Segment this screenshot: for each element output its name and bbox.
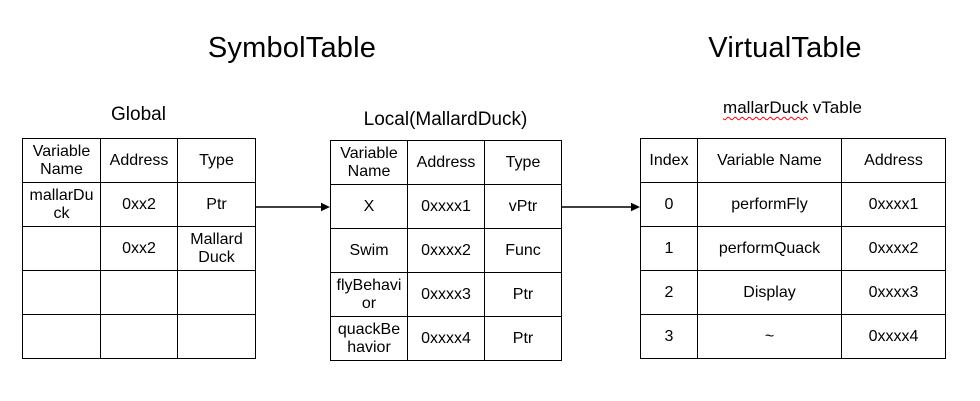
table-cell: 0xxxx3 bbox=[407, 272, 485, 317]
table-cell: 1 bbox=[640, 226, 698, 271]
global-table-caption: Global bbox=[111, 104, 166, 125]
column-header: Type bbox=[484, 140, 562, 185]
vtable-caption-word: mallarDuck bbox=[723, 98, 809, 117]
table-cell: 0xxxx4 bbox=[841, 314, 946, 359]
table-cell: performFly bbox=[697, 182, 842, 227]
column-header: Address bbox=[841, 138, 946, 183]
table-row: 1 performQuack 0xxxx2 bbox=[640, 226, 946, 271]
table-cell: 0xxxx1 bbox=[407, 184, 485, 229]
arrow-global-to-local-icon bbox=[256, 202, 330, 212]
table-cell: 0xx2 bbox=[100, 182, 178, 227]
vtable-caption: mallarDuck vTable bbox=[640, 98, 945, 118]
table-header-row: Variable Name Address Type bbox=[330, 140, 562, 185]
table-row: 3 ~ 0xxxx4 bbox=[640, 314, 946, 359]
table-cell: Ptr bbox=[484, 316, 562, 361]
table-cell: 0xxxx3 bbox=[841, 270, 946, 315]
table-cell: Swim bbox=[330, 228, 408, 273]
table-cell: mallarDuck bbox=[22, 182, 101, 227]
table-cell bbox=[100, 314, 178, 359]
virtual-table-title: VirtualTable bbox=[708, 32, 862, 64]
table-cell: 0xxxx4 bbox=[407, 316, 485, 361]
table-cell bbox=[177, 314, 256, 359]
table-cell: performQuack bbox=[697, 226, 842, 271]
table-row: 0xx2 Mallard Duck bbox=[22, 226, 256, 271]
local-symbol-table: Variable Name Address Type X 0xxxx1 vPtr… bbox=[330, 140, 562, 361]
table-row: Swim 0xxxx2 Func bbox=[330, 228, 562, 273]
column-header: Variable Name bbox=[697, 138, 842, 183]
table-cell: Func bbox=[484, 228, 562, 273]
table-cell: Display bbox=[697, 270, 842, 315]
column-header: Variable Name bbox=[330, 140, 408, 185]
vtable-caption-suffix: vTable bbox=[808, 98, 862, 117]
table-cell bbox=[22, 270, 101, 315]
table-cell: vPtr bbox=[484, 184, 562, 229]
column-header: Variable Name bbox=[22, 138, 101, 183]
table-row: mallarDuck 0xx2 Ptr bbox=[22, 182, 256, 227]
table-cell: 3 bbox=[640, 314, 698, 359]
table-cell: Ptr bbox=[484, 272, 562, 317]
arrow-local-to-vtable-icon bbox=[562, 202, 640, 212]
symbol-table-title: SymbolTable bbox=[207, 32, 377, 64]
virtual-table: Index Variable Name Address 0 performFly… bbox=[640, 138, 946, 359]
table-cell: X bbox=[330, 184, 408, 229]
table-row bbox=[22, 314, 256, 359]
table-cell bbox=[22, 314, 101, 359]
table-row bbox=[22, 270, 256, 315]
table-row: X 0xxxx1 vPtr bbox=[330, 184, 562, 229]
table-header-row: Index Variable Name Address bbox=[640, 138, 946, 183]
column-header: Type bbox=[177, 138, 256, 183]
table-row: flyBehavior 0xxxx3 Ptr bbox=[330, 272, 562, 317]
table-cell bbox=[100, 270, 178, 315]
table-row: 2 Display 0xxxx3 bbox=[640, 270, 946, 315]
column-header: Index bbox=[640, 138, 698, 183]
table-cell: quackBehavior bbox=[330, 316, 408, 361]
table-cell: 0xx2 bbox=[100, 226, 178, 271]
table-cell: 2 bbox=[640, 270, 698, 315]
table-row: quackBehavior 0xxxx4 Ptr bbox=[330, 316, 562, 361]
table-cell bbox=[177, 270, 256, 315]
table-cell: Ptr bbox=[177, 182, 256, 227]
table-cell: 0xxxx2 bbox=[841, 226, 946, 271]
table-cell: Mallard Duck bbox=[177, 226, 256, 271]
column-header: Address bbox=[100, 138, 178, 183]
table-cell: 0 bbox=[640, 182, 698, 227]
table-cell: flyBehavior bbox=[330, 272, 408, 317]
table-header-row: Variable Name Address Type bbox=[22, 138, 256, 183]
local-table-caption: Local(MallardDuck) bbox=[363, 109, 528, 130]
table-cell: ~ bbox=[697, 314, 842, 359]
global-symbol-table: Variable Name Address Type mallarDuck 0x… bbox=[22, 138, 256, 359]
table-cell: 0xxxx1 bbox=[841, 182, 946, 227]
column-header: Address bbox=[407, 140, 485, 185]
table-cell: 0xxxx2 bbox=[407, 228, 485, 273]
table-row: 0 performFly 0xxxx1 bbox=[640, 182, 946, 227]
table-cell bbox=[22, 226, 101, 271]
